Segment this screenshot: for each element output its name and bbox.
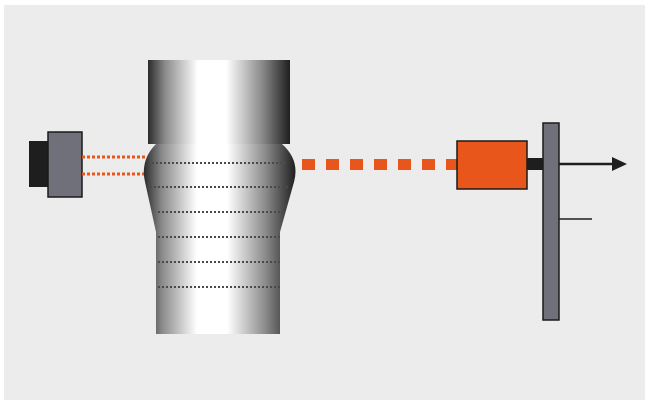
diagram-canvas <box>4 5 645 400</box>
workpiece-shaft <box>143 60 296 334</box>
right-arrow-icon <box>559 157 627 171</box>
connector-rod <box>527 158 543 170</box>
vertical-plate-icon <box>542 122 560 321</box>
orange-actuator-icon <box>456 140 528 190</box>
emitter-back <box>29 141 49 187</box>
laser-beam-main <box>302 159 457 170</box>
lower-bulge <box>143 144 296 334</box>
sensor-emitter-icon <box>29 131 83 198</box>
emitter-body <box>47 131 83 198</box>
upper-cylinder <box>148 60 290 144</box>
